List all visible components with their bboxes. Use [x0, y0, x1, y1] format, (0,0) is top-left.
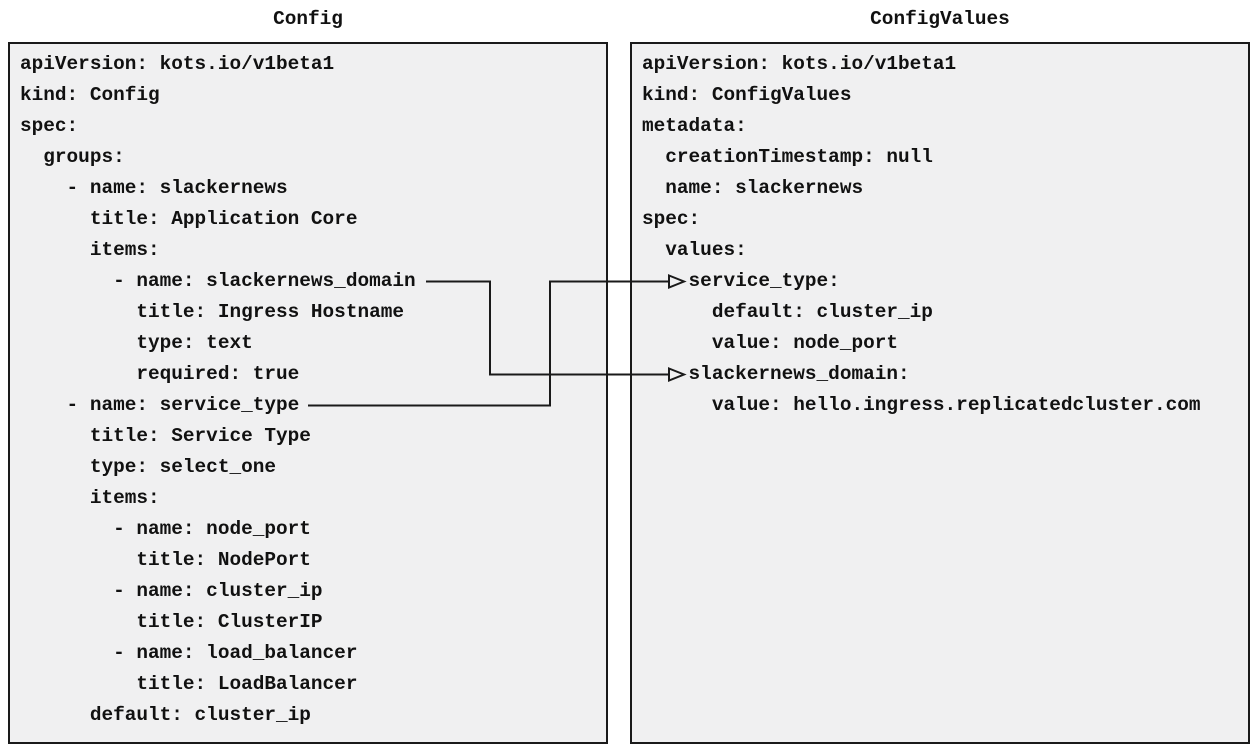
configvalues-yaml-code: apiVersion: kots.io/v1beta1 kind: Config… — [642, 53, 1201, 416]
config-panel-title: Config — [273, 8, 343, 30]
config-yaml-code: apiVersion: kots.io/v1beta1 kind: Config… — [20, 53, 416, 726]
config-panel: apiVersion: kots.io/v1beta1 kind: Config… — [8, 42, 608, 744]
configvalues-panel: apiVersion: kots.io/v1beta1 kind: Config… — [630, 42, 1250, 744]
configvalues-panel-title: ConfigValues — [870, 8, 1010, 30]
